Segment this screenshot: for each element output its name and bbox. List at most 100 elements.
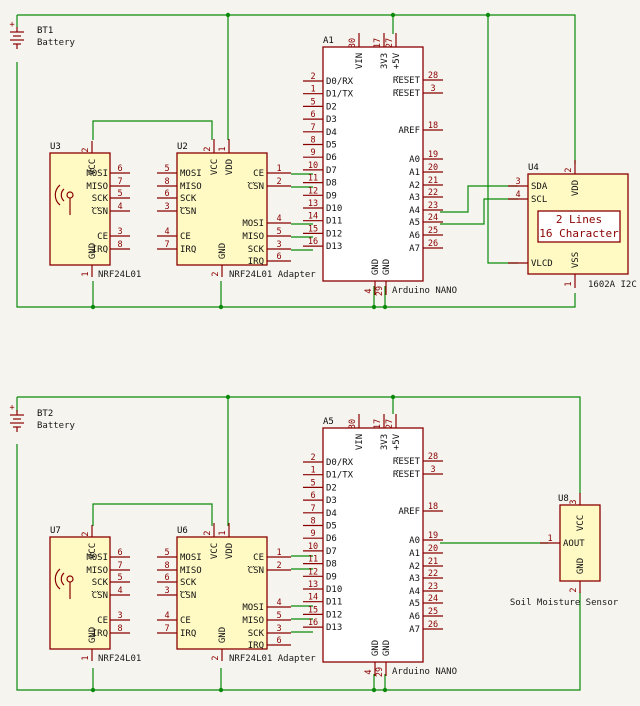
adapter-body — [176, 536, 268, 650]
pin-name: A7 — [409, 625, 420, 635]
pin-name: D10 — [326, 585, 342, 595]
soil-sensor-value: Soil Moisture Sensor — [510, 598, 619, 608]
pin-name: D4 — [326, 509, 337, 519]
pin-number: 5 — [276, 227, 281, 237]
pin-number: 24 — [428, 213, 438, 223]
junction-dot — [371, 304, 377, 310]
pin-number: 18 — [428, 121, 438, 131]
pin-number: 29 — [375, 286, 385, 296]
pin-number: 1 — [564, 281, 574, 286]
pin-number: 8 — [310, 517, 315, 527]
pin-name: D5 — [326, 522, 337, 532]
pin-number: 2 — [276, 561, 281, 571]
junction-dot — [218, 304, 224, 310]
u3-nrf24l01-module: U3NRF24L012VCC1GND6MOSI7MISO5SCK4CSN3CE8… — [49, 141, 141, 280]
lcd-value: 1602A I2C — [588, 280, 637, 290]
pin-name: GND — [88, 243, 98, 259]
adapter-ref: U6 — [177, 526, 188, 536]
pin-name: A0 — [409, 536, 420, 546]
pin-name: D2 — [326, 102, 337, 112]
pin-name: IRQ — [248, 641, 264, 651]
pin-name: GND — [382, 259, 392, 275]
pin-name: GND — [576, 558, 586, 574]
pin-name: MISO — [180, 182, 202, 192]
pin-number: 21 — [428, 176, 438, 186]
pin-number: 3 — [276, 624, 281, 634]
pin-name: CE — [253, 169, 264, 179]
pin-number: 1 — [218, 530, 228, 535]
pin-name: GND — [88, 627, 98, 643]
antenna-wave — [60, 572, 65, 586]
soil-sensor-ref: U8 — [558, 494, 569, 504]
pin-number: 7 — [310, 123, 315, 133]
pin-number: 3 — [276, 240, 281, 250]
pin-number: 2 — [569, 587, 579, 592]
pin-name: AREF — [398, 507, 420, 517]
pin-name: A4 — [409, 587, 420, 597]
pin-number: 3 — [117, 227, 122, 237]
pin-number: 10 — [308, 161, 318, 171]
pin-number: 20 — [428, 163, 438, 173]
pin-name: +5V — [392, 433, 402, 450]
pin-name: D11 — [326, 598, 342, 608]
pin-number: 15 — [308, 224, 318, 234]
pin-name: 3V3 — [380, 53, 390, 69]
pin-number: 3 — [117, 611, 122, 621]
pin-name: CSN — [92, 591, 108, 601]
pin-name: SCK — [248, 245, 265, 255]
pin-name: GND — [371, 259, 381, 275]
pin-number: 5 — [276, 611, 281, 621]
pin-number: 13 — [308, 580, 318, 590]
pin-name: D1/TX — [326, 471, 354, 481]
pin-number: 16 — [308, 618, 318, 628]
pin-number: 4 — [164, 227, 169, 237]
antenna-wave — [54, 568, 61, 590]
adapter-body — [176, 152, 268, 266]
net-wire — [440, 198, 518, 225]
junction-dot — [382, 304, 388, 310]
pin-number: 11 — [308, 174, 318, 184]
pin-name: IRQ — [248, 257, 264, 267]
pin-number: 9 — [310, 148, 315, 158]
pin-name: D3 — [326, 115, 337, 125]
pin-number: 25 — [428, 226, 438, 236]
pin-name: CE — [97, 616, 108, 626]
pin-name: MOSI — [86, 553, 108, 563]
nrf-module-body — [49, 152, 111, 266]
pin-number: 5 — [117, 189, 122, 199]
pin-name: RESET — [393, 470, 421, 480]
pin-number: 14 — [308, 593, 318, 603]
pin-name: A3 — [409, 574, 420, 584]
pin-name: CE — [97, 232, 108, 242]
nrf-module-body — [49, 536, 111, 650]
pin-number: 5 — [164, 164, 169, 174]
pin-number: 23 — [428, 582, 438, 592]
nano-ref: A1 — [323, 36, 334, 46]
battery-value: Battery — [37, 38, 76, 48]
pin-name: CSN — [180, 207, 196, 217]
lcd-ref: U4 — [528, 163, 539, 173]
pin-number: 22 — [428, 188, 438, 198]
pin-number: 3 — [569, 499, 579, 504]
pin-number: 3 — [430, 465, 435, 475]
lcd-screen — [537, 210, 621, 243]
pin-number: 30 — [348, 38, 358, 48]
pin-name: D7 — [326, 166, 337, 176]
nano-body — [322, 46, 424, 282]
junction-dot — [371, 687, 377, 693]
pin-number: 4 — [164, 611, 169, 621]
battery-plus-sign: + — [9, 403, 14, 413]
pin-name: CSN — [92, 207, 108, 217]
junction-dot — [390, 12, 396, 18]
junction-dot — [90, 304, 96, 310]
pin-number: 8 — [164, 177, 169, 187]
pin-name: D8 — [326, 560, 337, 570]
pin-name: CE — [253, 553, 264, 563]
net-wire — [17, 396, 581, 494]
